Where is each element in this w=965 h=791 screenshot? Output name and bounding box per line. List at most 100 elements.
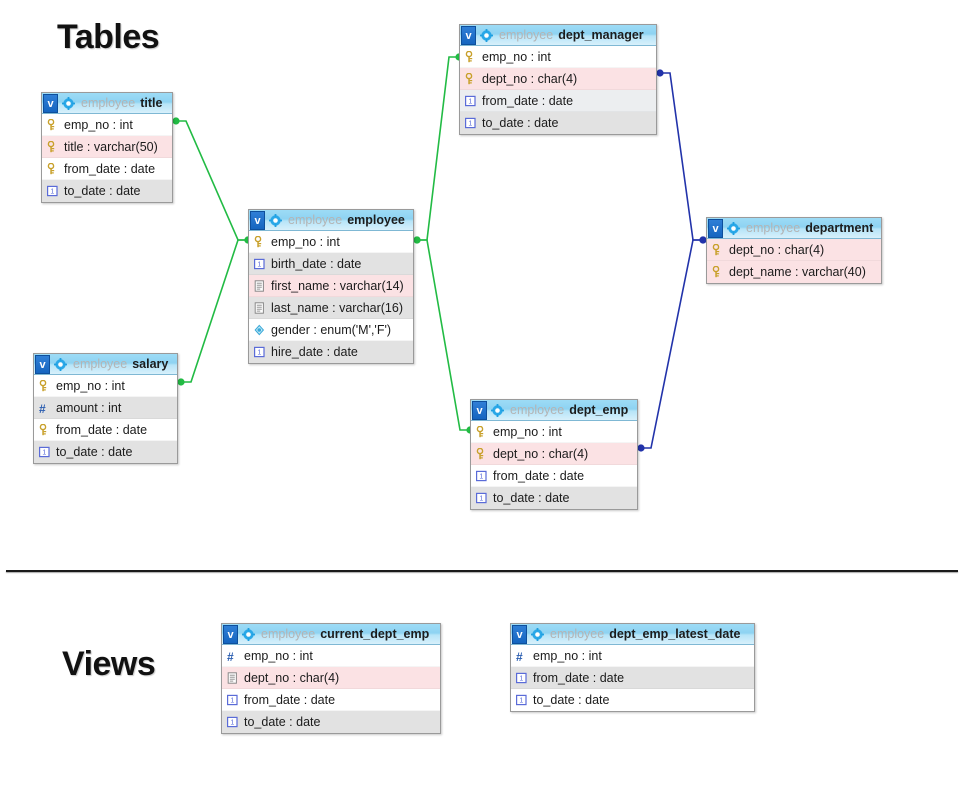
date-icon: 1: [465, 117, 476, 129]
svg-text:1: 1: [257, 350, 261, 357]
column-row[interactable]: emp_no : int: [249, 231, 413, 253]
svg-text:1: 1: [479, 496, 483, 503]
key-icon: [39, 423, 50, 436]
view-badge: v: [512, 624, 527, 644]
entity-dept_emp[interactable]: v employee dept_emp emp_no : int dept_no : c…: [470, 399, 638, 510]
text-icon: [254, 279, 265, 292]
column-label: emp_no : int: [482, 49, 551, 64]
svg-text:1: 1: [468, 98, 472, 105]
gear-icon: [480, 28, 493, 42]
column-label: from_date : date: [56, 422, 148, 437]
enum-icon: [254, 324, 265, 336]
gear-icon: [54, 357, 67, 371]
svg-text:1: 1: [42, 450, 46, 457]
column-label: dept_no : char(4): [482, 71, 578, 86]
column-row[interactable]: dept_no : char(4): [222, 667, 440, 689]
column-row[interactable]: emp_no : int: [460, 46, 656, 68]
hash-icon: #: [39, 401, 46, 416]
key-icon: [465, 50, 476, 63]
entity-name: dept_manager: [558, 28, 644, 42]
column-label: from_date : date: [244, 692, 336, 707]
column-row[interactable]: dept_no : char(4): [460, 68, 656, 90]
column-row[interactable]: #emp_no : int: [511, 645, 754, 667]
schema-name: employee: [510, 403, 565, 417]
key-icon: [47, 162, 58, 175]
section-divider: [6, 570, 958, 572]
column-row[interactable]: dept_no : char(4): [707, 239, 881, 261]
svg-text:1: 1: [50, 189, 54, 196]
column-row[interactable]: gender : enum('M','F'): [249, 319, 413, 341]
svg-text:1: 1: [479, 473, 483, 480]
text-icon: [227, 671, 238, 684]
column-label: to_date : date: [64, 184, 141, 198]
date-icon: 1: [227, 716, 238, 728]
column-label: amount : int: [56, 400, 122, 415]
column-row[interactable]: #emp_no : int: [222, 645, 440, 667]
column-row[interactable]: title : varchar(50): [42, 136, 172, 158]
column-label: emp_no : int: [493, 424, 562, 439]
entity-name: salary: [132, 357, 169, 371]
date-icon: 1: [476, 470, 487, 482]
column-label: emp_no : int: [533, 648, 602, 663]
column-row[interactable]: emp_no : int: [42, 114, 172, 136]
column-row[interactable]: first_name : varchar(14): [249, 275, 413, 297]
entity-name: current_dept_emp: [320, 627, 430, 641]
column-label: emp_no : int: [56, 378, 125, 393]
column-row[interactable]: dept_no : char(4): [471, 443, 637, 465]
column-label: to_date : date: [533, 693, 610, 707]
gear-icon: [491, 403, 504, 417]
column-row[interactable]: # amount : int: [34, 397, 177, 419]
key-icon: [712, 265, 723, 278]
relationship-salary-employee: [177, 236, 252, 386]
gear-icon: [242, 627, 255, 641]
key-icon: [476, 425, 487, 438]
relationship-title-employee: [172, 117, 252, 244]
column-row[interactable]: emp_no : int: [471, 421, 637, 443]
column-label: dept_no : char(4): [493, 446, 589, 461]
column-label: gender : enum('M','F'): [271, 322, 392, 337]
key-icon: [47, 118, 58, 131]
svg-text:1: 1: [230, 697, 234, 704]
column-row[interactable]: dept_name : varchar(40): [707, 261, 881, 283]
date-icon: 1: [516, 694, 527, 706]
schema-name: employee: [550, 627, 605, 641]
entity-header[interactable]: v employee dept_emp: [471, 400, 637, 421]
view-badge: v: [223, 624, 238, 644]
view-badge: v: [472, 400, 487, 420]
column-row[interactable]: 1 from_date : date: [222, 689, 440, 711]
column-row[interactable]: emp_no : int: [34, 375, 177, 397]
column-label: emp_no : int: [271, 234, 340, 249]
column-row[interactable]: from_date : date: [42, 158, 172, 180]
column-row[interactable]: 1 to_date : date: [511, 689, 754, 711]
column-row[interactable]: 1 to_date : date: [42, 180, 172, 202]
schema-name: employee: [73, 357, 128, 371]
column-row[interactable]: from_date : date: [34, 419, 177, 441]
hash-icon: #: [227, 649, 234, 664]
column-row[interactable]: last_name : varchar(16): [249, 297, 413, 319]
entity-name: dept_emp: [569, 403, 629, 417]
svg-text:1: 1: [468, 121, 472, 128]
